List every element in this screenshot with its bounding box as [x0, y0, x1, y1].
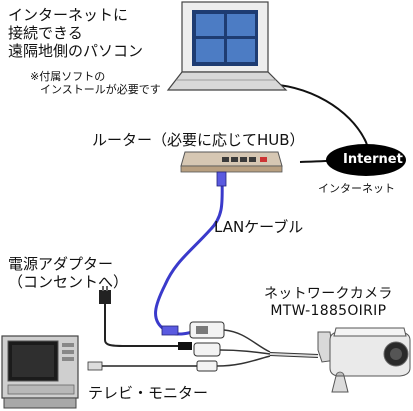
router-label: ルーター（必要に応じてHUB） — [92, 131, 305, 149]
lan-cable-plug-bottom — [161, 325, 179, 336]
power-adapter-label-line-2: （コンセントへ） — [8, 273, 129, 291]
video-cable-plug — [87, 361, 103, 371]
remote-pc-label-line-1: インターネットに — [8, 6, 129, 24]
camera-label-line-2: MTW-1885OIRIP — [270, 302, 387, 319]
network-camera — [317, 327, 411, 393]
lan-cable-plug-top — [216, 171, 227, 187]
remote-pc-label-line-2: 接続できる — [8, 24, 83, 42]
camera-label-line-1: ネットワークカメラ — [264, 286, 393, 302]
internet-label: インターネット — [318, 182, 395, 195]
tv-monitor — [1, 335, 79, 409]
lan-cable — [154, 171, 224, 336]
remote-pc-note-line-1: ※付属ソフトの — [30, 70, 106, 83]
camera-label: ネットワークカメラ MTW-1885OIRIP — [264, 286, 393, 320]
remote-pc-label-line-3: 遠隔地側のパソコン — [8, 42, 144, 60]
power-adapter-label-line-1: 電源アダプター — [8, 255, 114, 273]
remote-pc-note-line-2: インストールが必要です — [40, 83, 161, 97]
router — [180, 151, 283, 173]
remote-pc-label: インターネットに 接続できる 遠隔地側のパソコン — [8, 6, 143, 60]
remote-pc-note: ※付属ソフトの インストールが必要です — [30, 70, 161, 96]
power-adapter-label: 電源アダプター （コンセントへ） — [8, 255, 128, 291]
lan-cable-label: LANケーブル — [214, 218, 304, 236]
camera-cable-bundle — [189, 321, 319, 372]
internet-badge — [326, 144, 406, 176]
power-adapter — [99, 286, 192, 350]
monitor-label: テレビ・モニター — [88, 384, 209, 402]
remote-pc-laptop — [166, 1, 288, 91]
internet-badge-text: Internet — [343, 152, 403, 167]
